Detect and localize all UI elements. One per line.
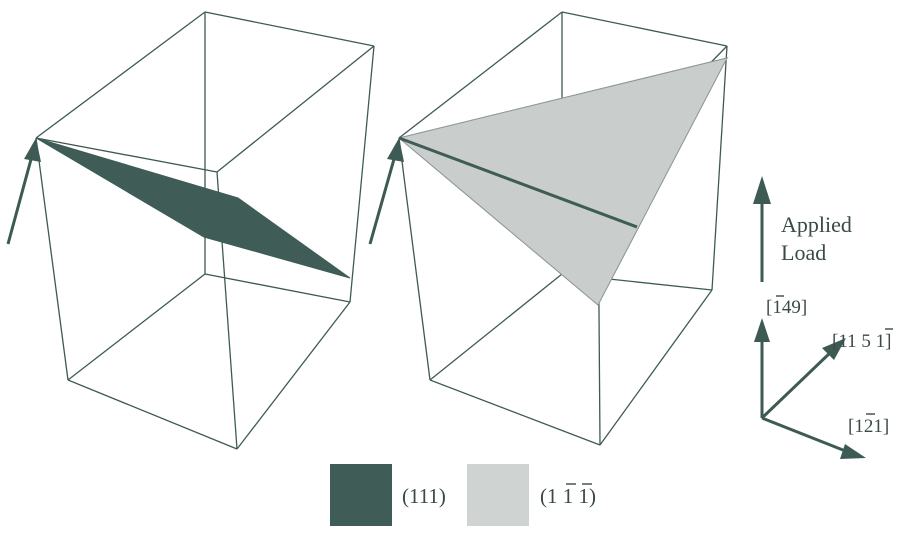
direction-label-lower: [121] bbox=[848, 413, 889, 437]
svg-text:[121]: [121] bbox=[848, 416, 889, 437]
applied-load-label-line1: Applied bbox=[781, 212, 852, 237]
plane-111-left bbox=[35, 137, 351, 279]
applied-load-label-line2: Load bbox=[781, 240, 826, 265]
plane-1-bar1-bar1-right bbox=[397, 57, 729, 306]
intersection-line bbox=[398, 136, 638, 229]
legend: (111) (1 1 1) bbox=[330, 464, 596, 526]
right-load-arrow bbox=[368, 138, 404, 245]
left-load-arrow bbox=[6, 138, 41, 245]
legend-label-111: (111) bbox=[402, 484, 446, 508]
orientation-axes bbox=[754, 318, 866, 459]
direction-label-diagonal: [11 5 1] bbox=[832, 328, 893, 352]
legend-label-1-bar1-bar1: (1 1 1) bbox=[540, 483, 596, 508]
svg-text:[11 5 1]: [11 5 1] bbox=[832, 331, 891, 352]
applied-load-arrow bbox=[753, 176, 771, 282]
svg-text:[149]: [149] bbox=[766, 297, 807, 318]
direction-label-up: [149] bbox=[766, 295, 807, 318]
left-crystal-box bbox=[35, 11, 375, 450]
svg-text:(1 1 1): (1 1 1) bbox=[540, 484, 596, 508]
legend-swatch-111 bbox=[330, 464, 392, 526]
legend-swatch-1-bar1-bar1 bbox=[467, 464, 529, 526]
